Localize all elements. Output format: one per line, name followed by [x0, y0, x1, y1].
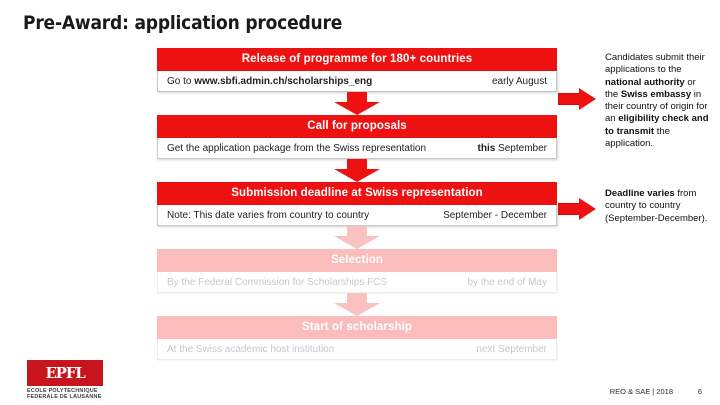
arrow-shaft	[347, 293, 367, 304]
page-title: Pre-Award: application procedure	[23, 12, 343, 34]
annotation-deadline-note: Deadline varies from country to country …	[605, 188, 708, 224]
arrow-shaft	[558, 93, 580, 105]
flow-step-timing: this September	[477, 142, 547, 154]
flow-step-release: Release of programme for 180+ countries …	[157, 48, 557, 92]
flow-step-body: Go to www.sbfi.admin.ch/scholarships_eng…	[157, 71, 557, 92]
epfl-logo-subtitle: ECOLE POLYTECHNIQUE FEDERALE DE LAUSANNE	[27, 388, 119, 401]
footer-page-number: 6	[697, 387, 702, 396]
arrow-shaft	[347, 226, 367, 237]
epfl-wordmark: EPFL	[45, 364, 85, 382]
flow-step-detail-link: www.sbfi.admin.ch/scholarships_eng	[194, 75, 373, 87]
flow-step-start-of-scholarship: Start of scholarship At the Swiss academ…	[157, 316, 557, 360]
epfl-subtitle-line-2: FEDERALE DE LAUSANNE	[27, 394, 102, 401]
flow-arrow-down	[334, 159, 380, 182]
arrow-shaft	[558, 203, 580, 215]
footer-credit: REO & SAE | 2018	[609, 387, 673, 396]
flow-step-call-for-proposals: Call for proposals Get the application p…	[157, 115, 557, 159]
flow-step-heading: Submission deadline at Swiss representat…	[157, 182, 557, 205]
annotation-candidates-note: Candidates submit their applications to …	[605, 52, 709, 150]
flow-step-detail: Get the application package from the Swi…	[167, 142, 427, 154]
flow-step-heading: Release of programme for 180+ countries	[157, 48, 557, 71]
arrow-head	[334, 236, 380, 249]
arrow-head	[334, 169, 380, 182]
flow-step-selection: Selection By the Federal Commission for …	[157, 249, 557, 293]
flow-step-body: By the Federal Commission for Scholarshi…	[157, 272, 557, 293]
epfl-subtitle-line-1: ECOLE POLYTECHNIQUE	[27, 388, 98, 394]
flow-arrow-down	[334, 293, 380, 316]
flow-arrow-down	[334, 92, 380, 115]
flow-step-timing: early August	[491, 75, 547, 87]
arrow-head	[334, 102, 380, 115]
flow-step-detail: By the Federal Commission for Scholarshi…	[167, 276, 388, 288]
arrow-shaft	[347, 159, 367, 170]
flow-step-detail: Note: This date varies from country to c…	[167, 209, 370, 221]
flow-step-heading: Call for proposals	[157, 115, 557, 138]
flow-step-body: Note: This date varies from country to c…	[157, 205, 557, 226]
flow-step-detail: Go to www.sbfi.admin.ch/scholarships_eng	[167, 75, 373, 87]
flow-step-heading: Selection	[157, 249, 557, 272]
flow-step-timing: next September	[476, 343, 547, 355]
flow-step-body: At the Swiss academic host institution n…	[157, 339, 557, 360]
flow-step-timing: by the end of May	[467, 276, 548, 288]
flow-step-timing: September - December	[443, 209, 547, 221]
epfl-logo-mark: EPFL	[27, 360, 103, 386]
epfl-logo: EPFL ECOLE POLYTECHNIQUE FEDERALE DE LAU…	[27, 360, 119, 401]
flow-step-heading: Start of scholarship	[157, 316, 557, 339]
callout-arrow-right-deadline	[558, 198, 596, 220]
flow-step-submission-deadline: Submission deadline at Swiss representat…	[157, 182, 557, 226]
flow-step-detail: At the Swiss academic host institution	[167, 343, 335, 355]
arrow-head	[579, 88, 596, 110]
arrow-head	[334, 303, 380, 316]
arrow-shaft	[347, 92, 367, 103]
arrow-head	[579, 198, 596, 220]
callout-arrow-right-candidates	[558, 88, 596, 110]
flow-arrow-down	[334, 226, 380, 249]
process-flow: Release of programme for 180+ countries …	[157, 48, 557, 360]
flow-step-timing-emphasis: this	[477, 142, 496, 154]
flow-step-body: Get the application package from the Swi…	[157, 138, 557, 159]
